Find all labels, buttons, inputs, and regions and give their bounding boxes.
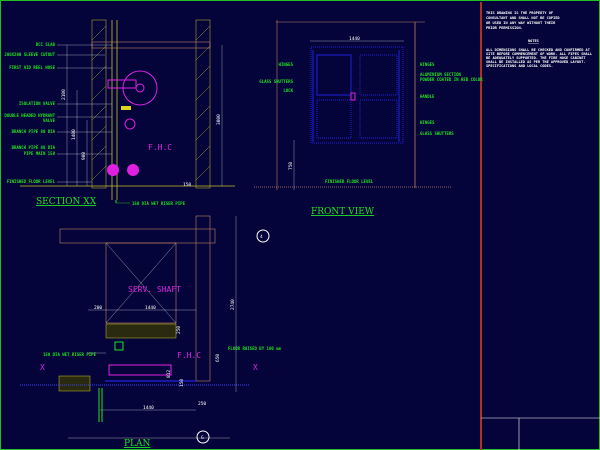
dim-200: 200 (94, 305, 102, 311)
label-hose: FIRST AID REEL HOSE (9, 65, 55, 70)
dim-height: 750 (288, 162, 294, 170)
label-isolation-valve: ISOLATION VALVE (19, 101, 56, 106)
grid-bubble-4 (256, 229, 270, 243)
label-lock: LOCK (283, 88, 293, 93)
notes-heading: NOTES (528, 39, 539, 43)
hydrant-plan-icon (108, 364, 172, 376)
section-xx: F.H.C RCC SLAB 200X200 SLEEVE CUTOUT FIR… (4, 19, 235, 207)
plan-fhc-label: F.H.C (177, 351, 201, 360)
dim-2740: 2740 (230, 299, 236, 310)
isolation-valve-icon (121, 106, 131, 110)
label-hinges-r2: HINGES (420, 120, 435, 125)
floor-note: FLOOR RAISED BY 100 mm (228, 346, 282, 351)
label-rcc-slab: RCC SLAB (36, 42, 56, 47)
plan-view: SERV. SHAFT F.H.C 150 DIA WET RISER PIPE… (20, 215, 282, 449)
label-ffl: FINISHED FLOOR LEVEL (7, 179, 56, 184)
label-powder: POWDER COATED IN RED COLOR (420, 77, 483, 82)
dim-1440: 1440 (145, 305, 156, 311)
dim-650: 650 (215, 354, 221, 362)
dim-250: 250 (176, 326, 182, 334)
label-glass-r: GLASS SHUTTERS (420, 131, 454, 136)
label-branch-pipe: BRANCH PIPE 80 DIA (12, 129, 56, 134)
grid-mark-g: G (201, 435, 204, 441)
dim-2100: 2100 (61, 89, 67, 100)
note-body-4: SHALL BE INSTALLED AS PER THE APPROVED L… (486, 60, 586, 64)
plan-riser-label: 150 DIA WET RISER PIPE (43, 352, 97, 357)
section-title: SECTION XX (36, 197, 97, 207)
label-hinges-r: HINGES (420, 62, 435, 67)
dim-1440b: 1440 (143, 405, 154, 411)
note-body-3: BE ADEQUATELY SUPPORTED. THE FIRE HOSE C… (486, 56, 586, 60)
service-shaft (105, 242, 177, 324)
section-mark-x-right: X (253, 363, 258, 372)
label-floor: FINISHED FLOOR LEVEL (325, 179, 374, 184)
label-riser: 150 DIA WET RISER PIPE (132, 201, 186, 206)
note-body-1: ALL DIMENSIONS SHALL BE CHECKED AND CONF… (486, 48, 590, 52)
shaft-label: SERV. SHAFT (128, 285, 181, 294)
notes-panel: THIS DRAWING IS THE PROPERTY OF CONSULTA… (486, 11, 593, 68)
note-top-4: PRIOR PERMISSION. (486, 26, 523, 30)
fhc-label: F.H.C (148, 143, 172, 152)
dim-1400: 1400 (71, 129, 77, 140)
front-view: 1440 750 HINGES GLASS SHUTTERS LOCK HING… (254, 20, 483, 217)
dim-width: 1440 (349, 36, 360, 42)
note-top-1: THIS DRAWING IS THE PROPERTY OF (486, 11, 553, 15)
dim-250b: 250 (198, 401, 206, 407)
note-body-2: SITE BEFORE COMMENCEMENT OF WORK. ALL PI… (486, 52, 593, 56)
label-branch-pipe-2: BRANCH PIPE 80 DIA (12, 145, 56, 150)
note-body-5: SPECIFICATIONS AND LOCAL CODES. (486, 64, 553, 68)
plan-title: PLAN (124, 439, 151, 449)
label-aluminium: ALUMINIUM SECTION (420, 72, 462, 77)
front-title: FRONT VIEW (311, 207, 375, 217)
grid-bubble-g (196, 430, 210, 444)
note-top-2: CONSULTANT AND SHALL NOT BE COPIED (486, 16, 560, 20)
branch-pipe-icon (107, 164, 119, 176)
grid-mark-4: 4 (260, 234, 263, 240)
label-glass: GLASS SHUTTERS (259, 79, 293, 84)
label-sleeve: 200X200 SLEEVE CUTOUT (4, 52, 55, 57)
label-hydrant-2: VALVE (43, 118, 56, 123)
dim-150: 150 (179, 379, 185, 387)
hydrant-valve-icon (124, 118, 136, 130)
note-top-3: OR USED IN ANY WAY WITHOUT THEIR (486, 21, 556, 25)
dim-900: 900 (81, 152, 87, 160)
label-hydrant: DOUBLE HEADED HYDRANT (4, 113, 55, 118)
dim-150: 150 (183, 182, 191, 188)
label-handle: HANDLE (420, 94, 435, 99)
dim-3000: 3000 (216, 114, 222, 125)
label-hinges: HINGES (279, 62, 294, 67)
glass-shutter (316, 54, 352, 96)
dim-812: 812 (166, 370, 172, 378)
label-pipe-main: PIPE MAIN 150 (24, 151, 56, 156)
section-mark-x-left: X (40, 363, 45, 372)
cabinet-frame (310, 46, 404, 144)
handle-icon (350, 92, 356, 101)
